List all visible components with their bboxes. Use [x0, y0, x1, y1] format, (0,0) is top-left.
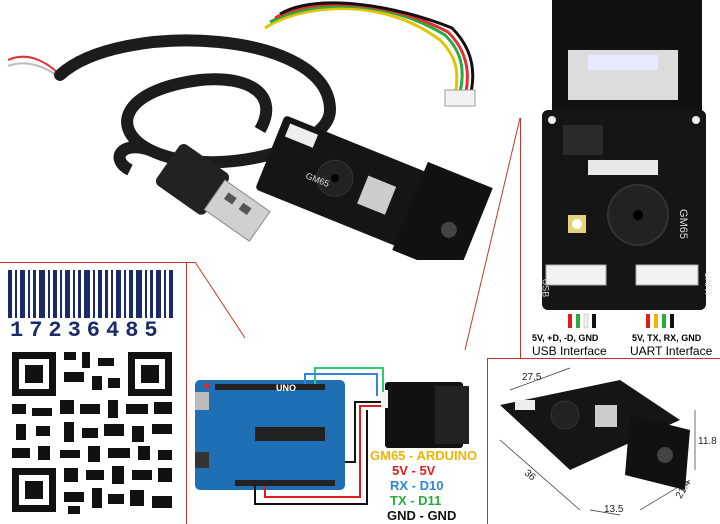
wiring-title: GM65 - ARDUINO — [370, 448, 478, 463]
arduino-wiring-diagram — [195, 367, 469, 505]
divider-vertical-mid — [487, 358, 488, 524]
usb-interface-title: USB Interface — [532, 344, 607, 358]
dimension-top: 27.5 — [522, 372, 542, 383]
uart-header-label: UART — [703, 271, 714, 297]
usb-pin-labels: 5V, +D, -D, GND — [532, 333, 599, 343]
uart-interface-title: UART Interface — [630, 344, 713, 358]
barcode-bars — [8, 270, 173, 318]
wiring-line-gnd: GND - GND — [387, 508, 457, 523]
module-model-label: GM65 — [676, 209, 689, 239]
pin-wire-indicators — [568, 313, 674, 329]
module-pcb-illustration — [542, 0, 706, 310]
qr-code — [8, 348, 178, 518]
barcode — [8, 270, 176, 320]
dimension-right: 11.8 — [698, 436, 717, 447]
divider-horizontal — [0, 262, 195, 263]
dimensions-diagram — [499, 367, 696, 516]
wiring-line-5v: 5V - 5V — [392, 463, 436, 478]
scanner-cable-photo: GM65 — [7, 1, 493, 260]
arduino-board-label: UNO — [276, 383, 296, 393]
uart-pin-labels: 5V, TX, RX, GND — [632, 333, 702, 343]
dimension-bottom-mid: 13.5 — [604, 504, 624, 515]
module-back-photo: GM65 USB UART — [528, 0, 720, 312]
wiring-line-tx: TX - D11 — [390, 493, 442, 508]
barcode-digits: 17236485 — [10, 318, 164, 343]
divider-left-vertical — [186, 262, 187, 524]
usb-header-label: USB — [540, 278, 551, 298]
divider-vertical-right — [520, 118, 521, 358]
wiring-line-rx: RX - D10 — [390, 478, 444, 493]
divider-mid-horizontal — [487, 358, 720, 359]
